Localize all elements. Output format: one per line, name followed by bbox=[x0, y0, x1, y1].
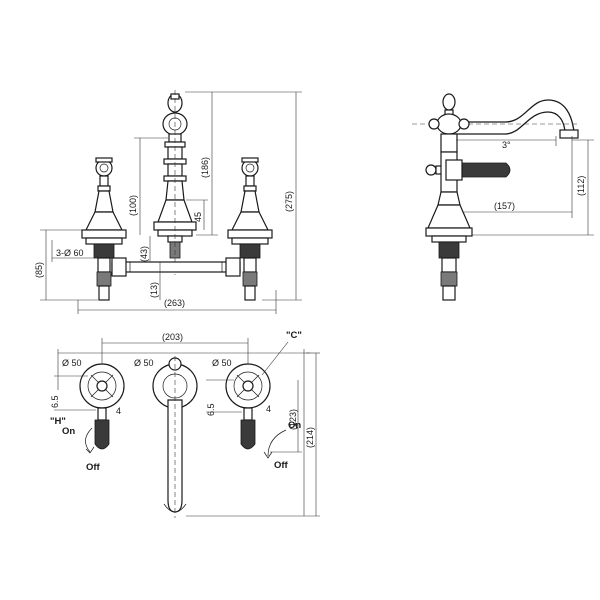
plan-right-valve bbox=[225, 363, 271, 450]
connecting-pipe bbox=[111, 257, 241, 277]
dim-dia-left-label: Ø 50 bbox=[62, 358, 82, 368]
dim-centers-label: (203) bbox=[162, 332, 183, 342]
front-dimensions: (275) (186) (100) 45 (43) (85) 3-Ø 60 bbox=[34, 91, 302, 314]
label-off-left: Off bbox=[86, 462, 101, 473]
side-elevation-view: 3° (157) (112) bbox=[412, 93, 594, 301]
dim-outlet-label: (43) bbox=[139, 246, 149, 262]
dim-height-total-label: (275) bbox=[284, 191, 294, 212]
label-cold: "C" bbox=[286, 330, 302, 341]
dim-offset-right-label: 6.5 bbox=[206, 403, 216, 416]
dim-dia-center-label: Ø 50 bbox=[134, 358, 154, 368]
label-hot: "H" bbox=[50, 416, 66, 427]
front-elevation-view: (275) (186) (100) 45 (43) (85) 3-Ø 60 bbox=[34, 90, 302, 314]
plan-view: (203) Ø 50 Ø 50 Ø 50 "C" 6.5 6.5 4 4 "H"… bbox=[50, 330, 320, 518]
label-on-right: On bbox=[288, 420, 301, 431]
dim-total-depth-label: (214) bbox=[305, 427, 315, 448]
dim-pipe-label: (13) bbox=[149, 282, 159, 298]
dim-depth-label: (123) bbox=[288, 409, 298, 430]
dim-offset-left-label: 6.5 bbox=[50, 395, 60, 408]
dim-handle-height-label: (100) bbox=[128, 195, 138, 216]
dim-lever-left-label: 4 bbox=[116, 406, 121, 416]
center-spout bbox=[153, 90, 197, 275]
dim-side-height-label: (112) bbox=[576, 176, 586, 196]
dim-dia-right-label: Ø 50 bbox=[212, 358, 232, 368]
label-on-left: On bbox=[62, 426, 75, 437]
dim-angle-label: 3° bbox=[502, 140, 511, 150]
dim-spout-height-label: (186) bbox=[200, 157, 210, 178]
dim-hole-diameter-label: 3-Ø 60 bbox=[56, 248, 84, 258]
right-valve bbox=[227, 157, 273, 301]
dim-lever-right-label: 4 bbox=[266, 404, 271, 414]
dim-spout-reach-label: (157) bbox=[494, 201, 515, 211]
left-valve bbox=[81, 157, 127, 301]
dim-mid-label: 45 bbox=[193, 212, 203, 222]
plan-center-spout bbox=[152, 356, 198, 518]
label-off-right: Off bbox=[274, 460, 289, 471]
plan-left-valve bbox=[79, 363, 125, 450]
dim-base-height-label: (85) bbox=[34, 262, 44, 278]
dim-overall-width-label: (263) bbox=[164, 298, 185, 308]
